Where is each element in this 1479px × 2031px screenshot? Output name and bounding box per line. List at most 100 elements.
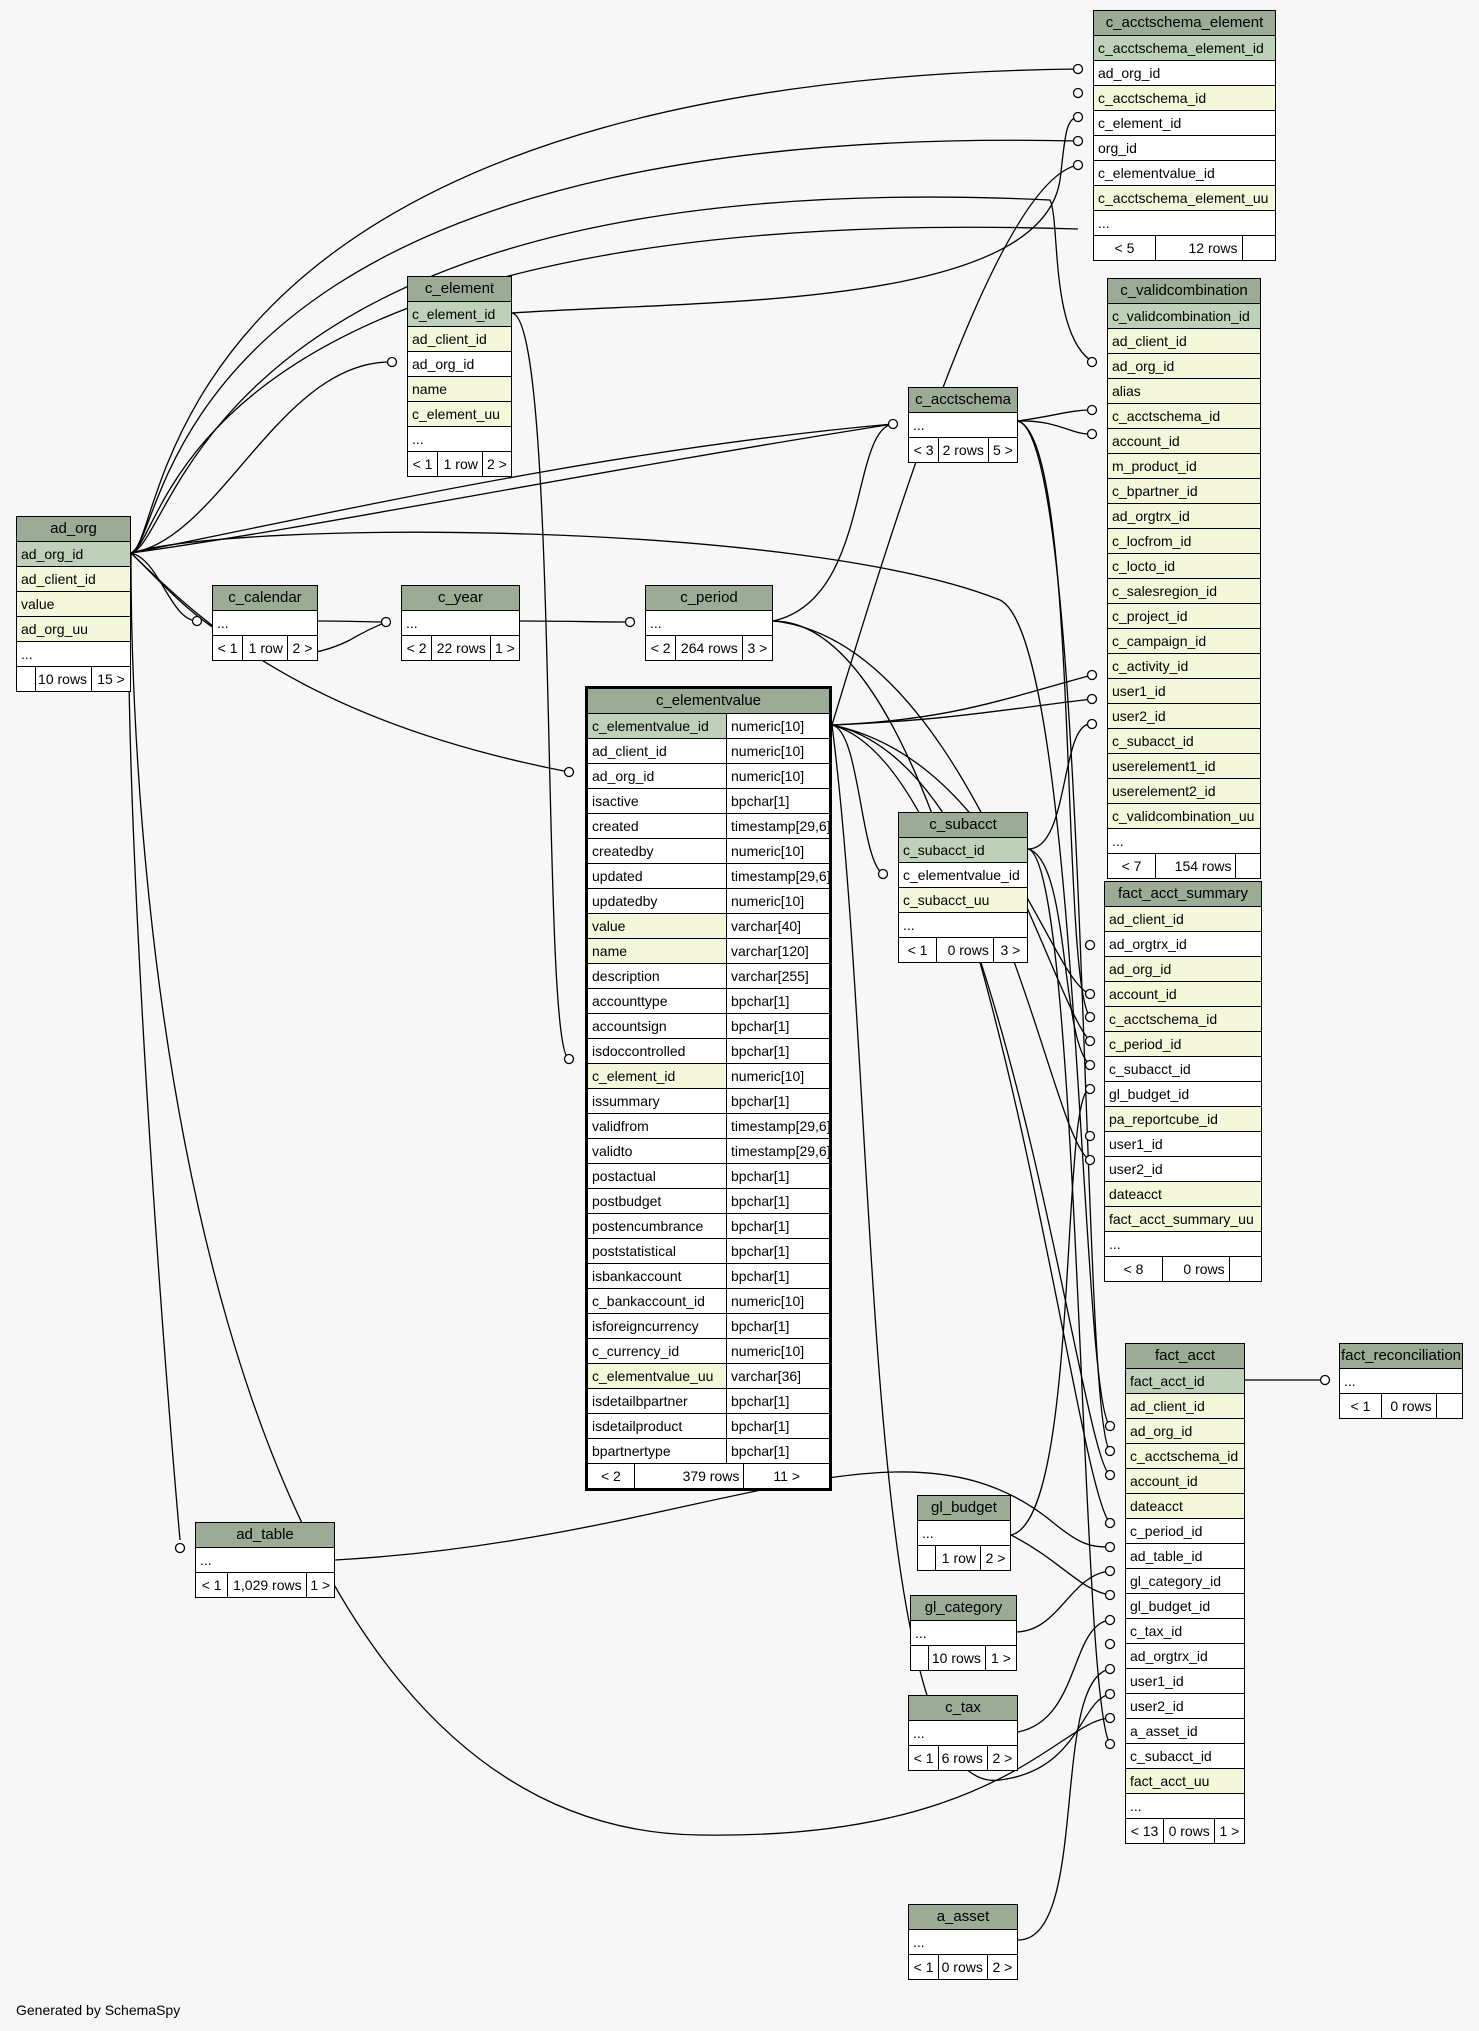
parents-link[interactable]: < 1 xyxy=(213,636,244,660)
column-row[interactable]: ... xyxy=(196,1548,334,1573)
column-row[interactable]: c_subacct_id xyxy=(1108,729,1260,754)
table-title[interactable]: c_elementvalue xyxy=(588,689,829,714)
table-title[interactable]: c_year xyxy=(402,586,519,611)
parents-link[interactable]: < 13 xyxy=(1126,1819,1165,1843)
column-row[interactable]: ... xyxy=(918,1521,1010,1546)
column-row[interactable]: c_subacct_id xyxy=(899,838,1027,863)
children-link[interactable] xyxy=(1437,1394,1462,1418)
column-row[interactable]: ... xyxy=(1105,1232,1261,1257)
parents-link[interactable]: < 1 xyxy=(899,938,938,962)
table-title[interactable]: c_tax xyxy=(909,1696,1017,1721)
column-row[interactable]: name xyxy=(408,377,511,402)
table-title[interactable]: a_asset xyxy=(909,1905,1017,1930)
table-title[interactable]: fact_acct xyxy=(1126,1344,1244,1369)
table-title[interactable]: fact_acct_summary xyxy=(1105,882,1261,907)
column-row[interactable]: m_product_id xyxy=(1108,454,1260,479)
table-title[interactable]: gl_budget xyxy=(918,1496,1010,1521)
column-row[interactable]: c_elementvalue_id xyxy=(899,863,1027,888)
parents-link[interactable]: < 1 xyxy=(196,1573,229,1597)
column-row[interactable]: c_acctschema_element_id xyxy=(1094,36,1275,61)
column-row[interactable]: c_acctschema_id xyxy=(1126,1444,1244,1469)
parents-link[interactable] xyxy=(17,667,36,691)
parents-link[interactable] xyxy=(911,1646,930,1670)
children-link[interactable] xyxy=(1230,1257,1261,1281)
column-row[interactable]: c_locfrom_id xyxy=(1108,529,1260,554)
column-row[interactable]: c_project_id xyxy=(1108,604,1260,629)
table-title[interactable]: ad_table xyxy=(196,1523,334,1548)
children-link[interactable] xyxy=(1236,854,1260,878)
column-row[interactable]: c_subacct_uu xyxy=(899,888,1027,913)
column-row[interactable]: c_tax_id xyxy=(1126,1619,1244,1644)
children-link[interactable]: 2 > xyxy=(992,1959,1013,1975)
column-row[interactable]: ad_orgtrx_id xyxy=(1126,1644,1244,1669)
column-row[interactable]: ... xyxy=(1340,1369,1462,1394)
column-row[interactable]: userelement1_id xyxy=(1108,754,1260,779)
column-row[interactable]: c_period_id xyxy=(1105,1032,1261,1057)
table-title[interactable]: c_validcombination xyxy=(1108,279,1260,304)
column-row[interactable]: account_id xyxy=(1108,429,1260,454)
column-row[interactable]: user1_id xyxy=(1105,1132,1261,1157)
children-link[interactable]: 15 > xyxy=(97,671,125,687)
column-row[interactable]: ... xyxy=(899,913,1027,938)
column-row[interactable]: ad_org_id xyxy=(408,352,511,377)
column-row[interactable]: value xyxy=(17,592,130,617)
parents-link[interactable]: < 3 xyxy=(909,438,940,462)
children-link[interactable]: 3 > xyxy=(1000,942,1021,958)
column-row[interactable]: ad_org_id xyxy=(1108,354,1260,379)
column-row[interactable]: c_element_id xyxy=(408,302,511,327)
column-row[interactable]: user2_id xyxy=(1105,1157,1261,1182)
column-row[interactable]: ad_client_id xyxy=(1126,1394,1244,1419)
column-row[interactable]: c_acctschema_id xyxy=(1108,404,1260,429)
children-link[interactable]: 5 > xyxy=(992,442,1013,458)
column-row[interactable]: fact_acct_id xyxy=(1126,1369,1244,1394)
column-row[interactable]: ... xyxy=(408,427,511,452)
column-row[interactable]: ad_orgtrx_id xyxy=(1105,932,1261,957)
table-title[interactable]: gl_category xyxy=(911,1596,1016,1621)
table-title[interactable]: c_calendar xyxy=(213,586,317,611)
column-row[interactable]: account_id xyxy=(1105,982,1261,1007)
column-row[interactable]: org_id xyxy=(1094,136,1275,161)
column-row[interactable]: c_period_id xyxy=(1126,1519,1244,1544)
column-row[interactable]: gl_budget_id xyxy=(1126,1594,1244,1619)
column-row[interactable]: user1_id xyxy=(1108,679,1260,704)
column-row[interactable]: account_id xyxy=(1126,1469,1244,1494)
parents-link[interactable] xyxy=(918,1546,937,1570)
children-link[interactable]: 3 > xyxy=(747,640,768,656)
column-row[interactable]: c_validcombination_uu xyxy=(1108,804,1260,829)
column-row[interactable]: c_subacct_id xyxy=(1126,1744,1244,1769)
table-title[interactable]: c_period xyxy=(646,586,772,611)
children-link[interactable]: 2 > xyxy=(486,456,507,472)
column-row[interactable]: c_element_id xyxy=(1094,111,1275,136)
column-row[interactable]: alias xyxy=(1108,379,1260,404)
parents-link[interactable]: < 1 xyxy=(408,452,439,476)
column-row[interactable]: ad_org_uu xyxy=(17,617,130,642)
